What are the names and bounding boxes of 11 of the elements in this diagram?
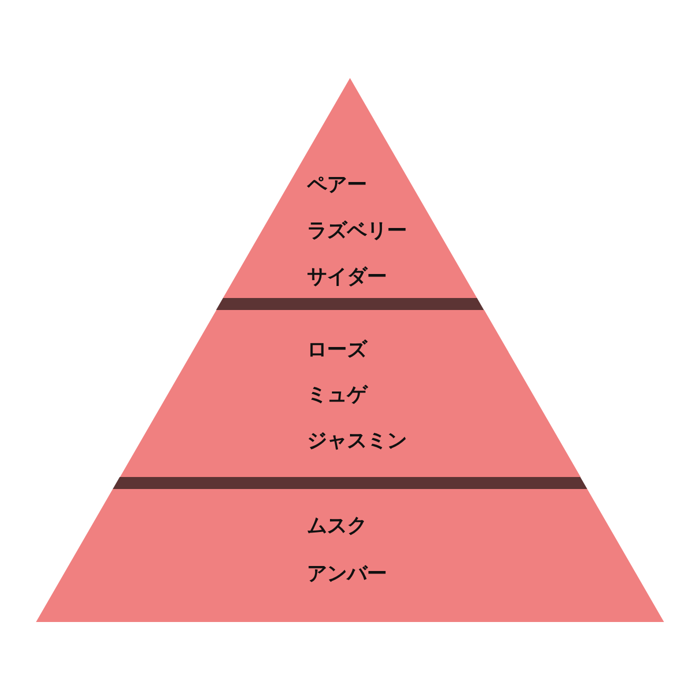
note-label: ムスク (307, 513, 367, 537)
note-label: ミュゲ (306, 382, 367, 406)
note-label: ラズベリー (306, 218, 407, 242)
note-label: ペアー (306, 172, 367, 196)
note-label: アンバー (307, 561, 387, 585)
pyramid-tier (36, 489, 664, 622)
note-label: ローズ (306, 337, 367, 361)
note-label: ジャスミン (306, 428, 407, 452)
pyramid-tier (223, 78, 477, 298)
pyramid-tier (120, 310, 580, 477)
note-label: サイダー (306, 264, 387, 288)
